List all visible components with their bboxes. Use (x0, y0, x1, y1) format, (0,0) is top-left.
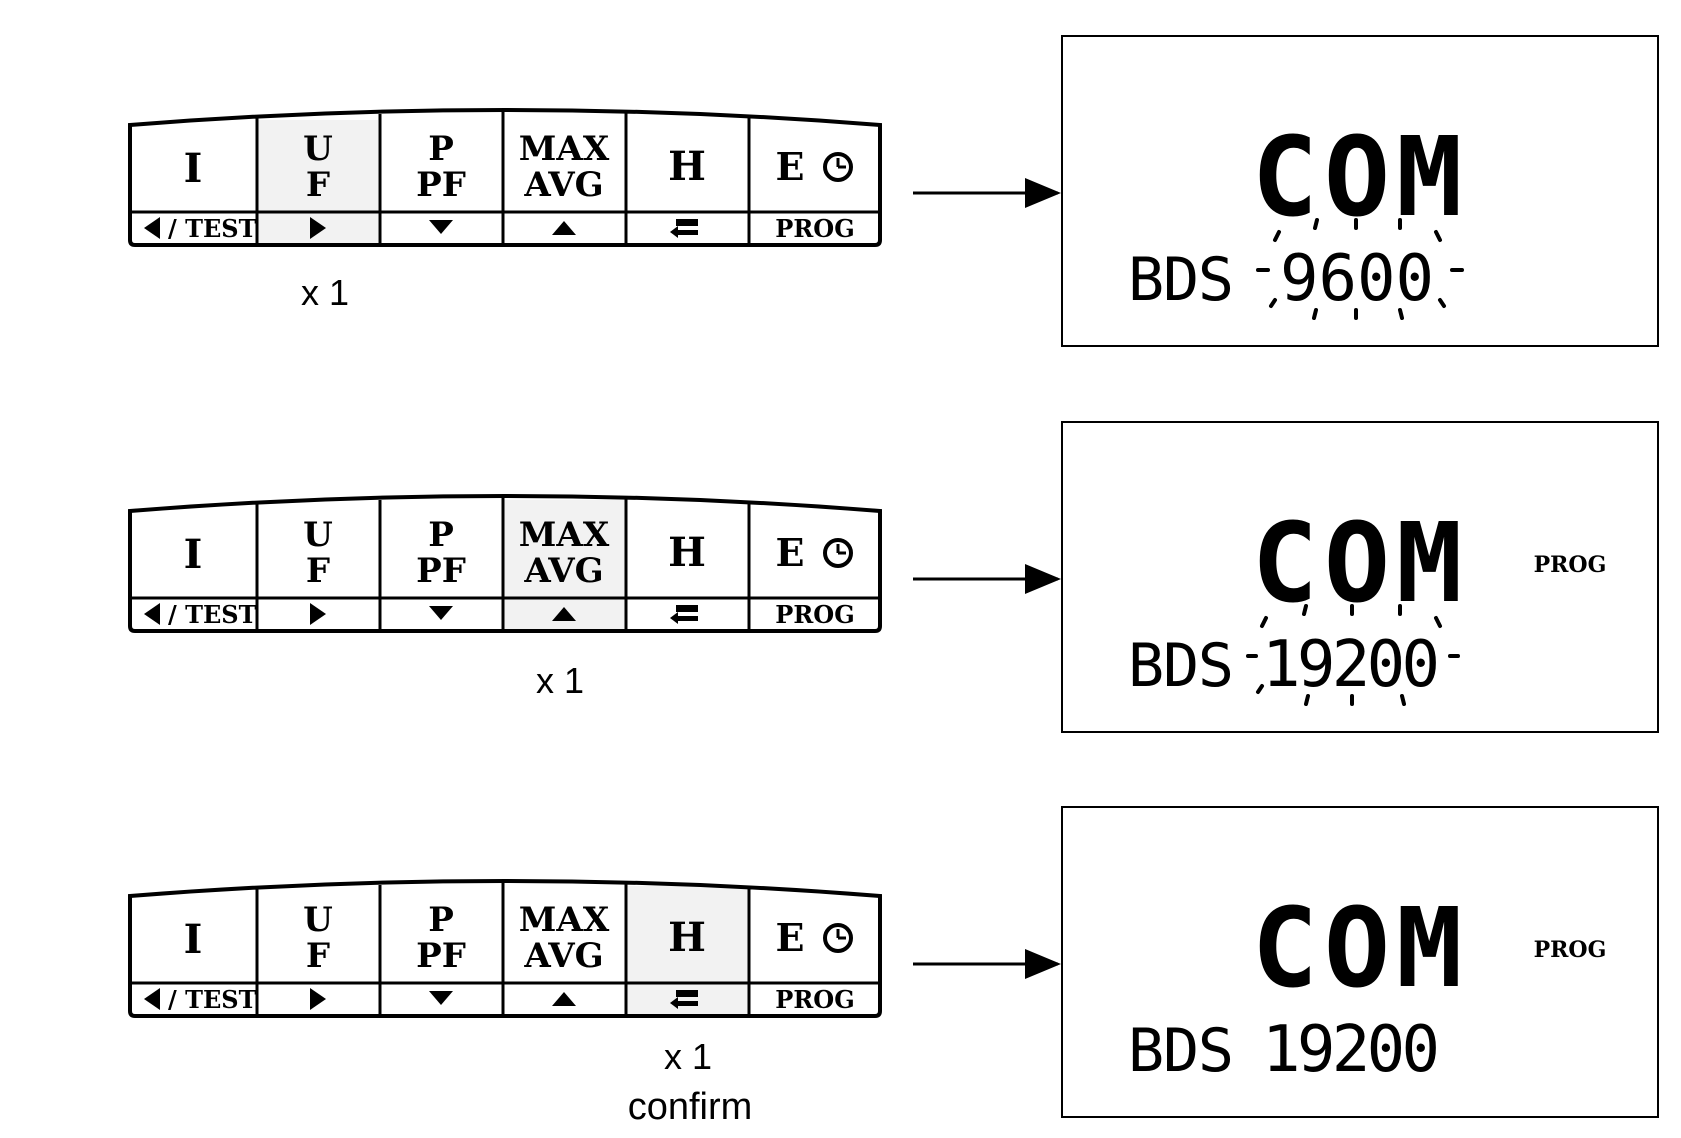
key-f-label[interactable]: F (306, 936, 330, 976)
step-3: I U F P PF MAX AVG H E / TEST (128, 806, 1659, 1128)
right-triangle-icon (310, 603, 326, 625)
key-e-label[interactable]: E (776, 530, 805, 575)
right-triangle-icon (310, 988, 326, 1010)
lcd-display: COM PROG BDS 19200 (1061, 806, 1659, 1118)
keypad-outline (128, 879, 882, 1018)
key-i-label[interactable]: I (184, 916, 203, 963)
test-label[interactable]: / TEST (168, 985, 257, 1014)
press-count: x 1 (536, 660, 584, 701)
key-avg-label[interactable]: AVG (523, 551, 603, 591)
press-count: x 1 (301, 272, 349, 313)
keypad-outline (128, 108, 882, 247)
key-h-label[interactable]: H (668, 143, 706, 190)
lcd-main-text: COM (1252, 499, 1469, 627)
key-pf-label[interactable]: PF (416, 165, 466, 205)
enter-icon (670, 990, 698, 1009)
left-triangle-icon (144, 603, 160, 625)
test-label[interactable]: / TEST (168, 214, 257, 243)
lcd-prog-indicator: PROG (1534, 552, 1607, 578)
key-u-label[interactable]: U (303, 515, 333, 555)
lcd-display: COM PROG BDS 19200 (1061, 421, 1659, 733)
enter-icon (670, 219, 698, 238)
lcd-main-text: COM (1252, 884, 1469, 1012)
keypad: I U F P PF MAX AVG H E / TEST (128, 108, 882, 247)
step-2: I U F P PF MAX AVG H E / TEST (128, 421, 1659, 733)
key-avg-label[interactable]: AVG (523, 165, 603, 205)
key-p-label[interactable]: P (428, 129, 454, 169)
lcd-value-text: 9600 (1280, 242, 1438, 316)
left-triangle-icon (144, 217, 160, 239)
test-label[interactable]: / TEST (168, 600, 257, 629)
key-e-label[interactable]: E (776, 915, 805, 960)
key-max-label[interactable]: MAX (519, 900, 610, 940)
confirm-note: confirm (628, 1086, 753, 1128)
lcd-param-text: BDS (1128, 245, 1238, 315)
key-u-label[interactable]: U (303, 900, 333, 940)
prog-key-label[interactable]: PROG (775, 985, 854, 1014)
step-1: I U F P PF MAX AVG H E / TEST (128, 35, 1659, 347)
lcd-param-text: BDS (1128, 631, 1238, 701)
prog-key-label[interactable]: PROG (775, 214, 854, 243)
key-pf-label[interactable]: PF (416, 936, 466, 976)
up-triangle-icon (552, 992, 576, 1006)
key-h-label[interactable]: H (668, 914, 706, 961)
press-count: x 1 (664, 1036, 712, 1077)
clock-icon (823, 152, 853, 182)
enter-icon (670, 605, 698, 624)
lcd-value-text: 19200 (1262, 1013, 1442, 1087)
key-max-label[interactable]: MAX (519, 515, 610, 555)
keypad-outline (128, 494, 882, 633)
down-triangle-icon (429, 220, 453, 234)
key-p-label[interactable]: P (428, 515, 454, 555)
lcd-display: COM BDS 9600 (1061, 35, 1659, 347)
lcd-prog-indicator: PROG (1534, 937, 1607, 963)
prog-key-label[interactable]: PROG (775, 600, 854, 629)
key-f-label[interactable]: F (306, 165, 330, 205)
clock-icon (823, 538, 853, 568)
up-triangle-icon (552, 607, 576, 621)
left-triangle-icon (144, 988, 160, 1010)
keypad: I U F P PF MAX AVG H E / TEST (128, 494, 882, 633)
lcd-main-text: COM (1252, 113, 1469, 241)
key-pf-label[interactable]: PF (416, 551, 466, 591)
key-max-label[interactable]: MAX (519, 129, 610, 169)
key-avg-label[interactable]: AVG (523, 936, 603, 976)
down-triangle-icon (429, 991, 453, 1005)
clock-icon (823, 923, 853, 953)
key-i-label[interactable]: I (184, 531, 203, 578)
key-i-label[interactable]: I (184, 145, 203, 192)
key-f-label[interactable]: F (306, 551, 330, 591)
key-u-label[interactable]: U (303, 129, 333, 169)
blink-marks (1256, 218, 1464, 320)
down-triangle-icon (429, 606, 453, 620)
key-p-label[interactable]: P (428, 900, 454, 940)
right-triangle-icon (310, 217, 326, 239)
keypad: I U F P PF MAX AVG H E / TEST (128, 879, 882, 1018)
up-triangle-icon (552, 221, 576, 235)
lcd-value-text: 19200 (1262, 628, 1442, 702)
lcd-param-text: BDS (1128, 1016, 1238, 1086)
blink-marks (1246, 604, 1460, 706)
key-h-label[interactable]: H (668, 529, 706, 576)
key-e-label[interactable]: E (776, 144, 805, 189)
